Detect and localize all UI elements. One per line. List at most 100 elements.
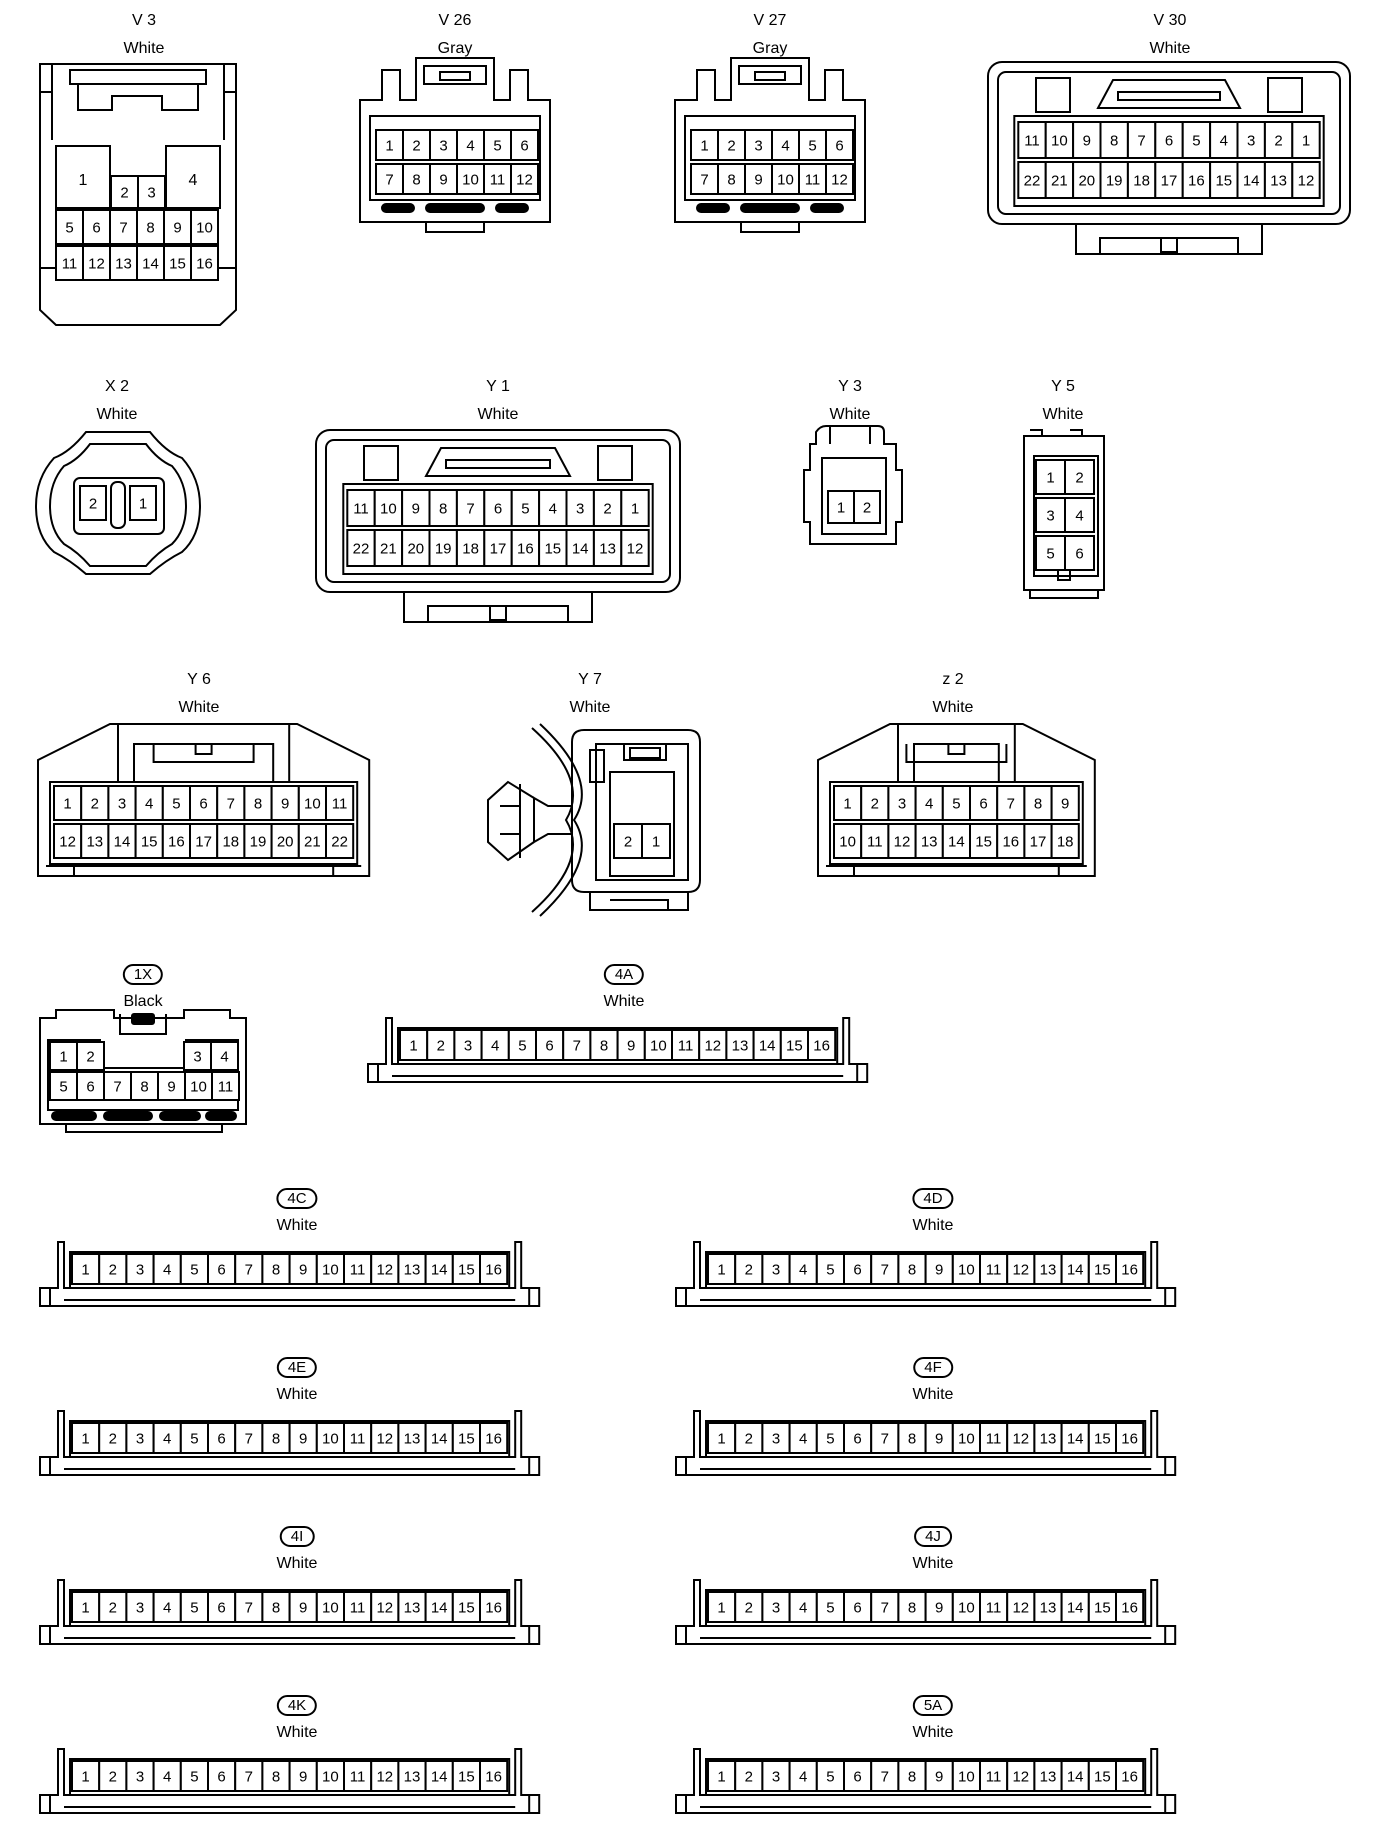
pin-number: 7 (1007, 795, 1015, 812)
pin-number: 2 (109, 1430, 117, 1447)
pin-block (73, 477, 165, 535)
outline (500, 805, 520, 835)
pin-number: 6 (217, 1599, 225, 1616)
pin-number: 2 (89, 495, 97, 512)
pin-number: 8 (439, 500, 447, 517)
pin-number: 10 (380, 500, 397, 517)
pin-cell (401, 489, 431, 527)
pin-cell (641, 823, 671, 859)
pin-block (1033, 455, 1099, 577)
connector-id-X2: X 2 (104, 378, 130, 395)
pin-number: 2 (745, 1430, 753, 1447)
outline (425, 222, 485, 233)
badge-4D: 4D (912, 1188, 954, 1209)
badge-1X: 1X (122, 964, 164, 985)
latch-slot (425, 203, 485, 213)
pin-number: 14 (431, 1768, 448, 1785)
pin-number: 13 (86, 833, 103, 850)
pin-cell (80, 785, 110, 821)
pin-number: 13 (1040, 1599, 1057, 1616)
pin-number: 6 (853, 1768, 861, 1785)
outline (1023, 435, 1105, 591)
pin-cell (538, 489, 568, 527)
pin-cell (1263, 161, 1294, 199)
pin-cell (752, 1029, 782, 1061)
pin-number: 8 (908, 1768, 916, 1785)
outline (39, 1009, 247, 1125)
pin-number: 7 (1137, 132, 1145, 149)
latch (131, 1013, 155, 1025)
pin-number: 3 (118, 795, 126, 812)
pin-number: 8 (1110, 132, 1118, 149)
pin-number: 1 (631, 500, 639, 517)
pin-cell (843, 1591, 873, 1623)
connector-color-Y3: White (829, 406, 871, 423)
pin-number: 11 (678, 1037, 694, 1054)
pin-number: 3 (136, 1599, 144, 1616)
pin-number: 20 (407, 540, 424, 557)
pin-cell (1154, 161, 1184, 199)
pin-cell (843, 1253, 873, 1285)
pin-cell (788, 1253, 818, 1285)
outline (39, 1579, 541, 1645)
pin-number: 5 (518, 1037, 526, 1054)
pin-cell (190, 245, 219, 281)
pin-number: 7 (113, 1078, 121, 1095)
outline (684, 115, 856, 201)
pin-number: 9 (935, 1768, 943, 1785)
pin-number: 1 (1046, 469, 1054, 486)
outline (487, 780, 535, 862)
pin-cell (110, 175, 139, 209)
latch-window (1035, 77, 1071, 113)
latch (489, 605, 507, 621)
pin-number: 8 (727, 171, 735, 188)
connector-id-z2: z 2 (942, 671, 964, 688)
pin-block (1013, 115, 1325, 207)
outline (685, 1626, 1167, 1644)
pin-number: 15 (544, 540, 561, 557)
pin-number: 1 (79, 172, 88, 189)
pin-cell (346, 489, 376, 527)
pin-number: 17 (1161, 172, 1178, 189)
pin-cell (1099, 121, 1129, 159)
pin-number: 10 (650, 1037, 667, 1054)
pin-cell (969, 785, 999, 821)
pin-number: 1 (717, 1599, 725, 1616)
pin-block (49, 781, 359, 865)
pin-number: 3 (898, 795, 906, 812)
pin-number: 2 (745, 1599, 753, 1616)
pin-cell (1060, 1422, 1090, 1454)
pin-number: 9 (412, 500, 420, 517)
pin-number: 12 (88, 255, 105, 272)
pin-number: 18 (462, 540, 479, 557)
outline (609, 771, 675, 877)
latch-slot (103, 1111, 153, 1121)
connector-color-4A: White (603, 993, 645, 1010)
pin-number: 8 (600, 1037, 608, 1054)
pin-cell (71, 1591, 101, 1623)
pin-number: 14 (431, 1261, 448, 1278)
pin-number: 6 (494, 500, 502, 517)
pin-cell (136, 209, 165, 245)
pin-number: 3 (772, 1261, 780, 1278)
pin-number: 5 (493, 137, 501, 154)
pin-cell (707, 1591, 737, 1623)
pin-number: 5 (172, 795, 180, 812)
pin-number: 3 (772, 1768, 780, 1785)
pin-cell (951, 1253, 981, 1285)
pin-cell (397, 1591, 427, 1623)
pin-cell (924, 1422, 954, 1454)
pin-number: 3 (147, 184, 155, 201)
pin-cell (451, 1591, 481, 1623)
pin-cell (402, 163, 431, 195)
pin-number: 8 (1034, 795, 1042, 812)
pin-cell (125, 1422, 155, 1454)
pin-number: 1 (81, 1768, 89, 1785)
pin-number: 16 (485, 1768, 502, 1785)
pin-number: 7 (119, 219, 127, 236)
pin-number: 1 (1302, 132, 1310, 149)
